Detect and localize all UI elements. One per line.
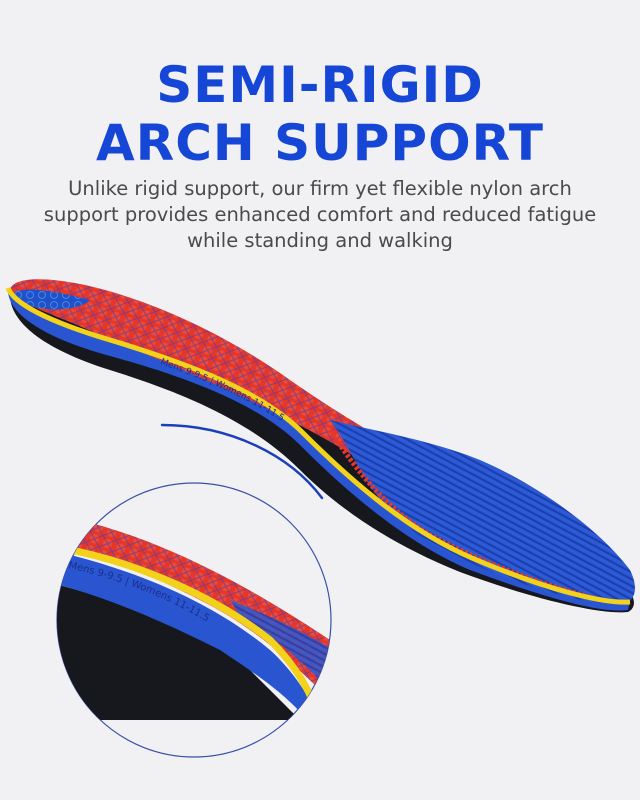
subtitle-line-1: Unlike rigid support, our firm yet flexi… — [68, 177, 572, 200]
subtitle: Unlike rigid support, our firm yet flexi… — [20, 176, 620, 254]
subtitle-line-2: support provides enhanced comfort and re… — [43, 203, 597, 226]
headline-line-1: SEMI-RIGID — [156, 56, 484, 114]
headline-line-2: ARCH SUPPORT — [96, 114, 544, 172]
headline: SEMI-RIGID ARCH SUPPORT — [0, 56, 640, 172]
zoom-inset: Mens 9-9.5 | Womens 11-11.5 — [56, 482, 332, 758]
insole-main: Mens 9-9.5 | Womens 11-11.5 — [5, 279, 635, 613]
accent-arc — [160, 423, 324, 500]
subtitle-line-3: while standing and walking — [187, 229, 453, 252]
